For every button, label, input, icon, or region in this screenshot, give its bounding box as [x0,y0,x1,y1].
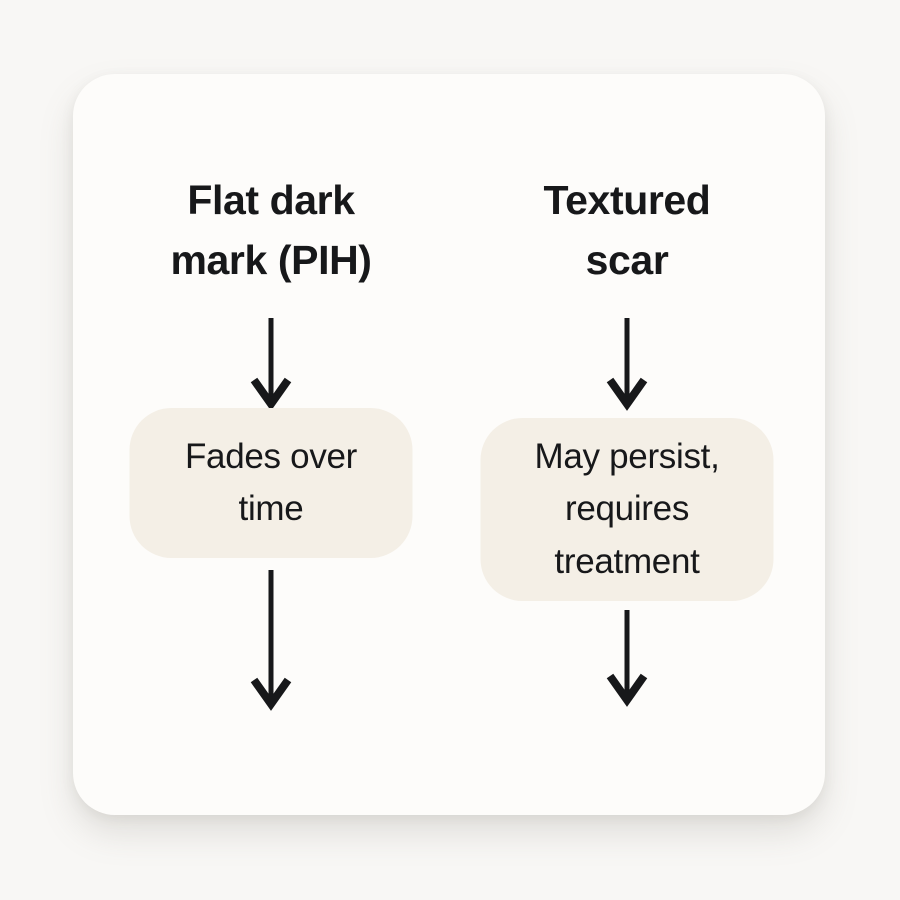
down-arrow-icon [249,568,293,711]
outcome-pill-line1: Fades over [184,436,358,476]
down-arrow-icon [605,316,649,411]
column-heading-line1: Textured [543,177,711,223]
diagram-card: Flat dark mark (PIH) Fades over time [73,74,825,815]
outcome-pill-may-persist: May persist, requires treatment [480,418,774,601]
down-arrow-icon [605,608,649,707]
column-heading-flat-dark-mark: Flat dark mark (PIH) [93,170,449,291]
down-arrow-icon [249,316,293,411]
column-heading-textured-scar: Textured scar [449,170,805,291]
outcome-pill-line2: time [238,489,304,528]
column-heading-line2: scar [585,237,669,284]
outcome-pill-text: Fades over time [169,431,373,535]
column-textured-scar: Textured scar May persist, requires trea… [449,74,805,815]
outcome-pill-text: May persist, requires treatment [518,431,735,587]
column-flat-dark-mark: Flat dark mark (PIH) Fades over time [93,74,449,815]
column-heading-line1: Flat dark [187,177,355,223]
outcome-pill-line1: May persist, [534,437,720,477]
outcome-pill-fades-over-time: Fades over time [129,408,413,558]
outcome-pill-line2: requires [564,489,690,529]
column-heading-line2: mark (PIH) [170,237,372,284]
outcome-pill-line3: treatment [554,541,700,581]
